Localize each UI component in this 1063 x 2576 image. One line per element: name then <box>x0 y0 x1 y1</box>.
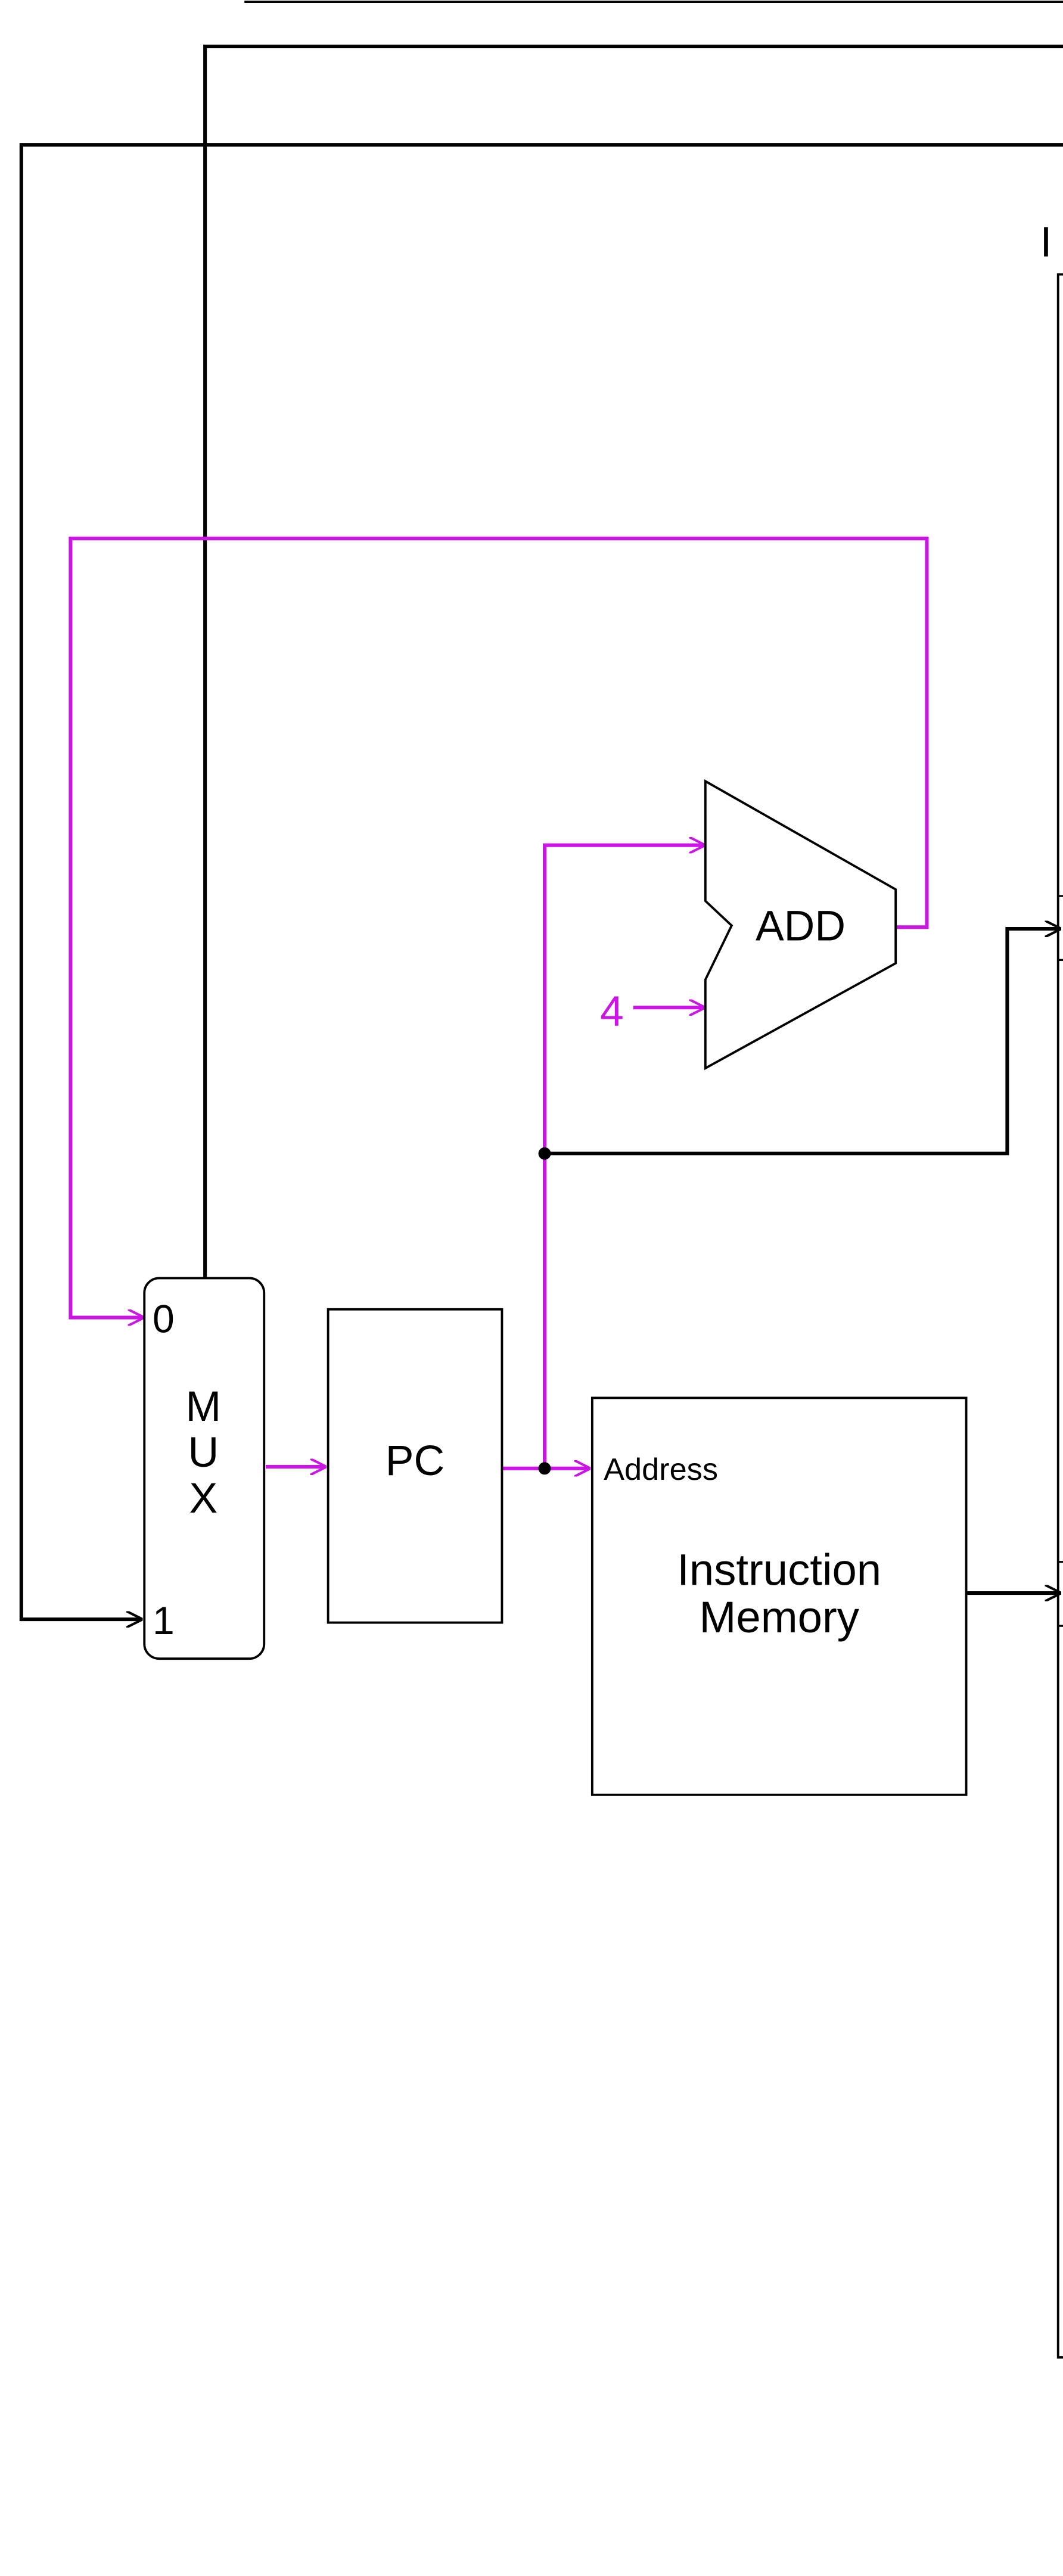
mux-letter-u: U <box>188 1429 219 1476</box>
adder-label: ADD <box>756 902 846 950</box>
adder-unit <box>704 779 897 1071</box>
branch-target-wire <box>19 143 1063 1619</box>
address-port-label: Address <box>604 1452 718 1487</box>
mux-letter-m: M <box>186 1383 222 1430</box>
partial-right-label: I <box>1040 218 1052 266</box>
pc-to-adder-wire <box>542 845 704 1469</box>
mux-select-wire <box>203 44 1063 1278</box>
mux-letter-x: X <box>189 1474 218 1522</box>
pc-register <box>327 1308 503 1624</box>
add-output-feedback-wire <box>69 536 929 1318</box>
instruction-memory-label-line1: Instruction <box>677 1545 881 1594</box>
instruction-memory-label-line2: Memory <box>699 1592 859 1642</box>
pc-to-register-wire <box>545 929 1059 1156</box>
instruction-memory <box>590 1396 968 1796</box>
constant-four-label: 4 <box>600 988 624 1035</box>
junction-dot-lower <box>538 1462 551 1475</box>
mux-unit <box>143 1277 266 1660</box>
mux-input-0-label: 0 <box>153 1297 175 1341</box>
pc-label: PC <box>386 1437 445 1485</box>
partial-block-right-edge <box>1056 273 1063 2359</box>
mux-input-1-label: 1 <box>153 1599 175 1643</box>
junction-dot-upper <box>538 1147 551 1160</box>
